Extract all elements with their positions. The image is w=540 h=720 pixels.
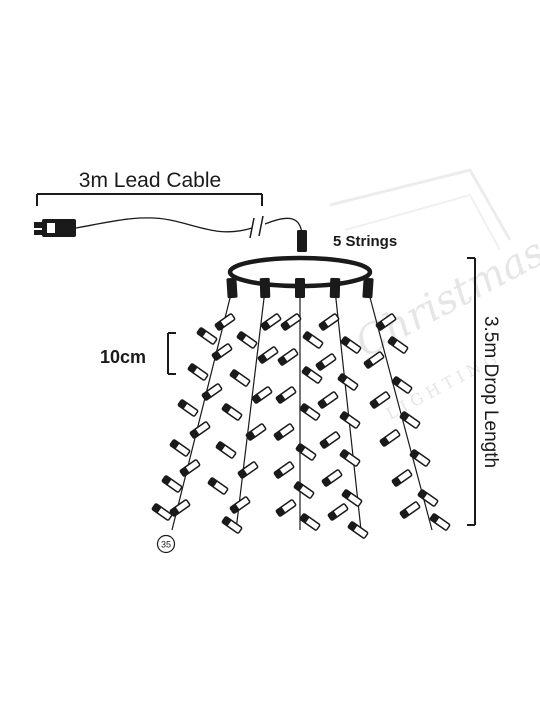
string-connector: [259, 277, 271, 299]
bulb-base: [273, 468, 284, 479]
bulb-base: [341, 489, 352, 500]
bulb-base: [339, 411, 350, 422]
bulb-base: [339, 449, 350, 460]
bulb-base: [177, 399, 188, 410]
bulb-base: [169, 439, 180, 450]
bulb-base: [337, 373, 348, 384]
bulb-base: [273, 430, 284, 441]
string-connector: [329, 277, 341, 299]
bulb-base: [277, 355, 288, 366]
bulb-base: [280, 320, 291, 331]
bulb-base: [399, 411, 410, 422]
bulb-base: [409, 449, 420, 460]
spacing-label: 10cm: [100, 347, 146, 367]
light-string-wire: [334, 289, 362, 531]
bulb-base: [214, 320, 225, 331]
spacing-bracket: 10cm: [100, 332, 176, 375]
bulb-base: [347, 521, 358, 532]
bulb-base: [229, 369, 240, 380]
bulb-base: [293, 481, 304, 492]
bulb-base: [201, 390, 212, 401]
bulb-base: [211, 350, 222, 361]
bulb-base: [319, 438, 330, 449]
light-string-wire: [171, 289, 233, 531]
bulb-base: [215, 441, 226, 452]
bulb-base: [379, 436, 390, 447]
bulb-base: [187, 363, 198, 374]
bulb-base: [237, 468, 248, 479]
bulb-base: [369, 398, 380, 409]
bulb-base: [229, 503, 240, 514]
string-connector: [226, 277, 238, 299]
lead-cable-dimension: 3m Lead Cable: [36, 169, 263, 206]
bulb-base: [295, 443, 306, 454]
bulb-base: [275, 506, 286, 517]
bulb-count-badge: 35: [156, 534, 176, 554]
bulb-base: [221, 403, 232, 414]
bulb-base: [321, 476, 332, 487]
bulb-base: [327, 510, 338, 521]
bulb-base: [169, 506, 180, 517]
bulb-base: [161, 475, 172, 486]
bulb-base: [391, 376, 402, 387]
bulb-base: [299, 403, 310, 414]
bulb-base: [315, 360, 326, 371]
light-strings: [151, 277, 451, 539]
bulb-count-badge-text: 35: [161, 540, 171, 550]
bulb-base: [236, 331, 247, 342]
bulb-base: [429, 513, 440, 524]
bulb-base: [301, 366, 312, 377]
watermark: Christmas LIGHTING: [329, 168, 540, 424]
bulb-base: [391, 476, 402, 487]
bulb-base: [317, 398, 328, 409]
cable-break-mark: [249, 215, 264, 239]
bulb-base: [221, 516, 232, 527]
string-connector: [362, 277, 374, 299]
bulb-base: [387, 336, 398, 347]
bulb-base: [275, 393, 286, 404]
light-string-wire: [235, 289, 266, 531]
bulb-base: [189, 428, 200, 439]
bulb-base: [260, 320, 271, 331]
drop-length-label: 3.5m Drop Length: [480, 316, 501, 468]
plug-connector: [34, 219, 76, 237]
bulb-base: [318, 320, 329, 331]
bulb-base: [179, 466, 190, 477]
bulb-base: [375, 320, 386, 331]
bulb-base: [417, 489, 428, 500]
lead-cable: [75, 217, 303, 235]
bulb-base: [196, 327, 207, 338]
lead-cable-label: 3m Lead Cable: [79, 169, 221, 192]
strings-label: 5 Strings: [333, 233, 397, 250]
string-connector: [295, 278, 305, 298]
drop-length-dimension: 3.5m Drop Length: [467, 257, 501, 526]
bulb-base: [257, 353, 268, 364]
bulb-base: [299, 513, 310, 524]
bulb-base: [363, 358, 374, 369]
bulb-base: [245, 430, 256, 441]
bulb-base: [251, 393, 262, 404]
bulb-base: [151, 503, 162, 514]
junction-connector: [297, 230, 307, 252]
bulb-base: [302, 331, 313, 342]
bulb-base: [207, 477, 218, 488]
bulb-base: [399, 508, 410, 519]
bulb-base: [340, 336, 351, 347]
